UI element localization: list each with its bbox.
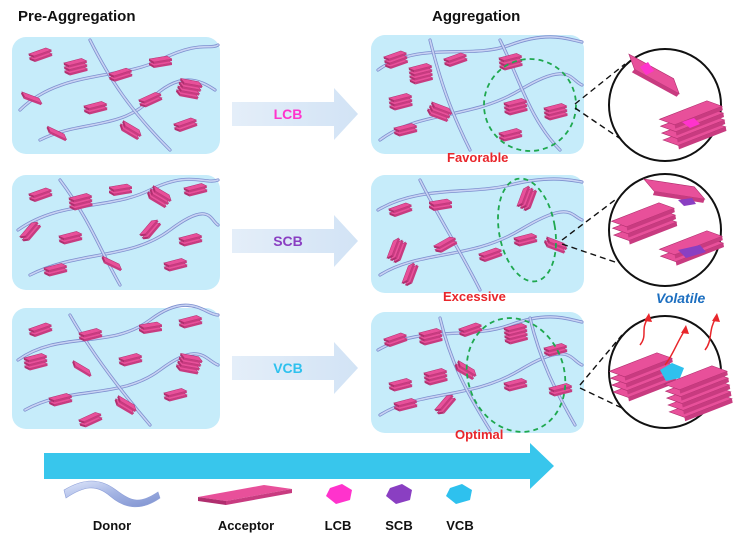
- acceptor-stack: [172, 117, 198, 132]
- volatile-label: Volatile: [656, 290, 706, 306]
- acceptor-stack: [101, 255, 123, 272]
- acceptor-stack: [175, 78, 203, 100]
- acceptor-stack: [175, 353, 203, 375]
- acceptor-stack: [27, 47, 53, 62]
- acceptor-stack: [457, 322, 483, 337]
- aggregation-heading: Aggregation: [432, 8, 521, 25]
- acceptor-stack: [543, 343, 568, 357]
- acceptor-stack: [83, 101, 108, 115]
- acceptor-stack: [548, 383, 573, 397]
- acceptor-stack: [513, 233, 538, 247]
- acceptor-stack: [503, 378, 528, 392]
- acceptor-stack: [386, 237, 408, 264]
- acceptor-stack: [388, 378, 413, 392]
- acceptor-stack: [543, 103, 569, 121]
- acceptor-stack: [516, 185, 538, 212]
- acceptor-stack: [163, 388, 188, 402]
- acceptor-stack: [434, 394, 457, 415]
- acceptor-stack: [58, 231, 83, 245]
- acceptor-stack: [408, 63, 434, 85]
- acceptor-stack: [46, 125, 68, 142]
- donor-ribbon: [376, 315, 584, 352]
- additive-label-scb: SCB: [273, 233, 303, 249]
- acceptor-stack: [72, 360, 92, 377]
- acceptor-stack: [388, 93, 414, 111]
- acceptor-stack: [498, 53, 524, 71]
- aggregation-domain-outline: [483, 58, 577, 152]
- acceptor-stack: [426, 101, 453, 123]
- additive-label-lcb: LCB: [273, 106, 303, 122]
- acceptor-stack: [27, 322, 53, 337]
- acceptor-stack: [107, 67, 133, 82]
- acceptor-stack: [178, 315, 203, 329]
- acceptor-stack: [382, 332, 408, 347]
- legend-label-lcb: LCB: [324, 518, 352, 533]
- acceptor-stack: [183, 183, 208, 197]
- aggregation-domain-outline: [465, 317, 567, 433]
- acceptor-stack: [498, 128, 523, 142]
- legend-label-donor: Donor: [92, 518, 132, 533]
- acceptor-stack: [108, 183, 133, 196]
- acceptor-stack: [77, 412, 103, 428]
- donor-ribbon: [528, 316, 577, 427]
- acceptor-stack: [119, 120, 142, 141]
- acceptor-stack: [387, 202, 413, 217]
- acceptor-stack: [393, 398, 418, 412]
- acceptor-stack: [118, 353, 143, 367]
- acceptor-stack: [148, 55, 173, 68]
- acceptor-stack: [63, 58, 89, 76]
- acceptor-stack: [428, 198, 453, 211]
- legend-label-vcb: VCB: [446, 518, 474, 533]
- acceptor-stack: [78, 328, 103, 342]
- acceptor-stack: [137, 92, 163, 108]
- aggregation-domain-outline: [497, 177, 557, 283]
- donor-ribbon: [376, 35, 584, 72]
- outcome-label-excessive: Excessive: [443, 289, 506, 304]
- legend-label-acceptor: Acceptor: [217, 518, 275, 533]
- pre-aggregation-heading: Pre-Aggregation: [18, 8, 136, 25]
- acceptor-stack: [138, 321, 163, 334]
- acceptor-stack: [442, 52, 468, 67]
- outcome-label-optimal: Optimal: [455, 427, 504, 442]
- acceptor-stack: [418, 328, 444, 346]
- acceptor-stack: [382, 50, 409, 69]
- acceptor-stack: [68, 193, 94, 211]
- acceptor-stack: [147, 185, 172, 209]
- acceptor-stack: [43, 263, 68, 277]
- acceptor-stack: [543, 236, 568, 254]
- acceptor-stack: [19, 221, 42, 242]
- acceptor-stack: [139, 219, 162, 240]
- acceptor-stack: [20, 91, 43, 106]
- acceptor-stack: [503, 98, 529, 116]
- additive-label-vcb: VCB: [273, 360, 303, 376]
- acceptor-stack: [114, 395, 137, 416]
- acceptor-stack: [48, 393, 73, 407]
- acceptor-stack: [477, 247, 503, 262]
- acceptor-stack: [423, 368, 449, 386]
- legend-label-scb: SCB: [385, 518, 413, 533]
- acceptor-stack: [178, 233, 203, 247]
- outcome-label-favorable: Favorable: [447, 150, 509, 165]
- acceptor-stack: [23, 353, 49, 371]
- acceptor-stack: [503, 323, 529, 345]
- donor-ribbon: [16, 303, 220, 362]
- acceptor-stack: [432, 236, 458, 253]
- acceptor-stack: [27, 187, 53, 202]
- acceptor-stack: [401, 262, 419, 287]
- acceptor-stack: [393, 123, 418, 137]
- acceptor-stack: [454, 360, 477, 381]
- acceptor-stack: [163, 258, 188, 272]
